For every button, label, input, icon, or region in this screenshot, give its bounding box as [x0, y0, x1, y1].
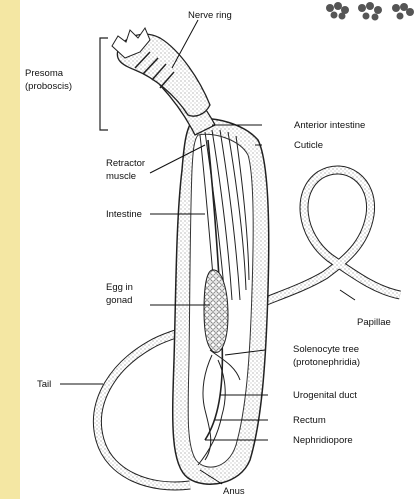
label-nerve-ring: Nerve ring — [188, 10, 232, 21]
label-retractor: Retractor — [106, 158, 145, 169]
label-anterior-intestine: Anterior intestine — [294, 120, 365, 131]
label-presoma: Presoma — [25, 68, 64, 79]
label-nephridiopore: Nephridiopore — [293, 435, 353, 446]
label-intestine: Intestine — [106, 209, 142, 220]
label-protonephridia: (protonephridia) — [293, 357, 360, 368]
label-urogenital-duct: Urogenital duct — [293, 390, 357, 401]
label-papillae: Papillae — [357, 317, 391, 328]
label-anus: Anus — [223, 486, 245, 497]
label-muscle: muscle — [106, 171, 136, 182]
label-rectum: Rectum — [293, 415, 326, 426]
label-tail: Tail — [37, 379, 51, 390]
label-gonad: gonad — [106, 295, 132, 306]
label-solenocyte-tree: Solenocyte tree — [293, 344, 359, 355]
label-egg-in: Egg in — [106, 282, 133, 293]
label-cuticle: Cuticle — [294, 140, 323, 151]
label-proboscis: (proboscis) — [25, 81, 72, 92]
